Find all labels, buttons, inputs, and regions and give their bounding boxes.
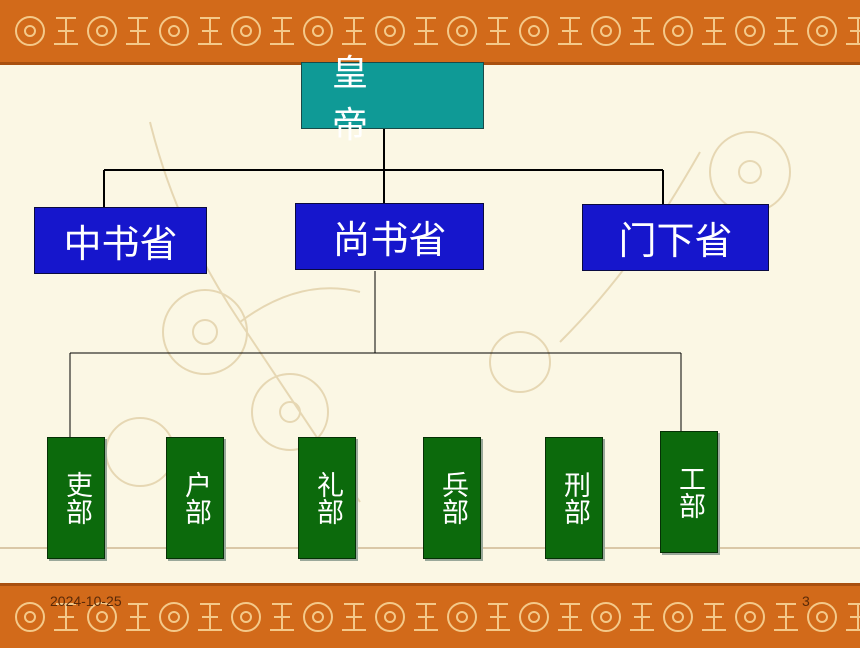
border-flower-center bbox=[96, 25, 108, 37]
border-flower-motif bbox=[87, 602, 117, 632]
border-flower-center bbox=[240, 611, 252, 623]
footer-page-number: 3 bbox=[802, 593, 810, 609]
border-flower-center bbox=[96, 611, 108, 623]
root-node-emperor: 皇 帝 bbox=[301, 53, 484, 146]
ministry-node-gongbu: 工部 bbox=[660, 431, 718, 553]
border-glyph-motif bbox=[414, 17, 438, 45]
border-flower-motif bbox=[15, 602, 45, 632]
border-flower-center bbox=[456, 25, 468, 37]
bottom-border-pattern bbox=[15, 602, 860, 632]
border-glyph-motif bbox=[198, 603, 222, 631]
border-glyph-motif bbox=[702, 17, 726, 45]
border-flower-motif bbox=[15, 16, 45, 46]
top-border-pattern bbox=[15, 16, 860, 46]
border-flower-center bbox=[528, 611, 540, 623]
border-glyph-motif bbox=[774, 603, 798, 631]
ministry-node-xingbu: 刑部 bbox=[545, 437, 603, 559]
border-flower-center bbox=[672, 611, 684, 623]
border-flower-motif bbox=[663, 16, 693, 46]
border-glyph-motif bbox=[630, 17, 654, 45]
border-flower-center bbox=[600, 611, 612, 623]
border-flower-center bbox=[600, 25, 612, 37]
border-glyph-motif bbox=[486, 603, 510, 631]
border-flower-motif bbox=[735, 16, 765, 46]
border-glyph-motif bbox=[846, 603, 860, 631]
border-flower-center bbox=[456, 611, 468, 623]
ministry-node-libu-personnel: 吏部 bbox=[47, 437, 105, 559]
ministry-node-label: 户部 bbox=[180, 471, 211, 525]
border-flower-motif bbox=[447, 16, 477, 46]
department-node-label: 中书省 bbox=[63, 222, 178, 266]
border-flower-center bbox=[528, 25, 540, 37]
border-glyph-motif bbox=[702, 603, 726, 631]
border-flower-motif bbox=[663, 602, 693, 632]
border-flower-motif bbox=[447, 602, 477, 632]
department-node-label: 尚书省 bbox=[332, 218, 447, 262]
border-glyph-motif bbox=[54, 603, 78, 631]
border-flower-motif bbox=[159, 16, 189, 46]
border-flower-center bbox=[816, 611, 828, 623]
border-flower-motif bbox=[87, 16, 117, 46]
border-flower-motif bbox=[735, 602, 765, 632]
border-flower-motif bbox=[303, 16, 333, 46]
border-flower-center bbox=[312, 611, 324, 623]
border-flower-motif bbox=[231, 602, 261, 632]
border-glyph-motif bbox=[270, 17, 294, 45]
border-flower-center bbox=[744, 25, 756, 37]
bottom-decorative-border bbox=[0, 583, 860, 648]
border-glyph-motif bbox=[126, 17, 150, 45]
ministry-node-hubu: 户部 bbox=[166, 437, 224, 559]
department-node-shangshu: 尚书省 bbox=[295, 203, 484, 270]
border-flower-center bbox=[384, 611, 396, 623]
ministry-node-bingbu: 兵部 bbox=[423, 437, 481, 559]
border-flower-center bbox=[240, 25, 252, 37]
border-glyph-motif bbox=[342, 17, 366, 45]
ministry-node-label: 工部 bbox=[674, 465, 705, 519]
border-flower-center bbox=[24, 25, 36, 37]
border-glyph-motif bbox=[342, 603, 366, 631]
border-flower-center bbox=[384, 25, 396, 37]
border-glyph-motif bbox=[486, 17, 510, 45]
footer-date: 2024-10-25 bbox=[50, 593, 122, 609]
root-node-label: 皇 帝 bbox=[332, 52, 465, 146]
border-glyph-motif bbox=[414, 603, 438, 631]
border-glyph-motif bbox=[54, 17, 78, 45]
border-flower-motif bbox=[159, 602, 189, 632]
ministry-node-label: 兵部 bbox=[437, 471, 468, 525]
border-flower-motif bbox=[375, 602, 405, 632]
department-node-zhongshu: 中书省 bbox=[34, 207, 207, 274]
border-flower-motif bbox=[807, 602, 837, 632]
border-glyph-motif bbox=[846, 17, 860, 45]
border-glyph-motif bbox=[558, 603, 582, 631]
border-glyph-motif bbox=[630, 603, 654, 631]
border-flower-motif bbox=[519, 16, 549, 46]
ministry-node-label: 刑部 bbox=[559, 471, 590, 525]
department-node-label: 门下省 bbox=[618, 219, 733, 263]
border-flower-motif bbox=[807, 16, 837, 46]
border-flower-motif bbox=[303, 602, 333, 632]
border-glyph-motif bbox=[270, 603, 294, 631]
border-glyph-motif bbox=[558, 17, 582, 45]
border-flower-motif bbox=[591, 602, 621, 632]
border-flower-center bbox=[312, 25, 324, 37]
border-glyph-motif bbox=[198, 17, 222, 45]
ministry-node-libu-rites: 礼部 bbox=[298, 437, 356, 559]
border-glyph-motif bbox=[126, 603, 150, 631]
border-flower-motif bbox=[519, 602, 549, 632]
border-flower-center bbox=[24, 611, 36, 623]
department-node-menxia: 门下省 bbox=[582, 204, 769, 271]
border-flower-center bbox=[168, 25, 180, 37]
border-flower-center bbox=[672, 25, 684, 37]
ministry-node-label: 吏部 bbox=[61, 471, 92, 525]
border-flower-motif bbox=[591, 16, 621, 46]
border-flower-motif bbox=[375, 16, 405, 46]
border-flower-motif bbox=[231, 16, 261, 46]
border-flower-center bbox=[744, 611, 756, 623]
border-flower-center bbox=[816, 25, 828, 37]
border-flower-center bbox=[168, 611, 180, 623]
ministry-node-label: 礼部 bbox=[312, 471, 343, 525]
border-glyph-motif bbox=[774, 17, 798, 45]
